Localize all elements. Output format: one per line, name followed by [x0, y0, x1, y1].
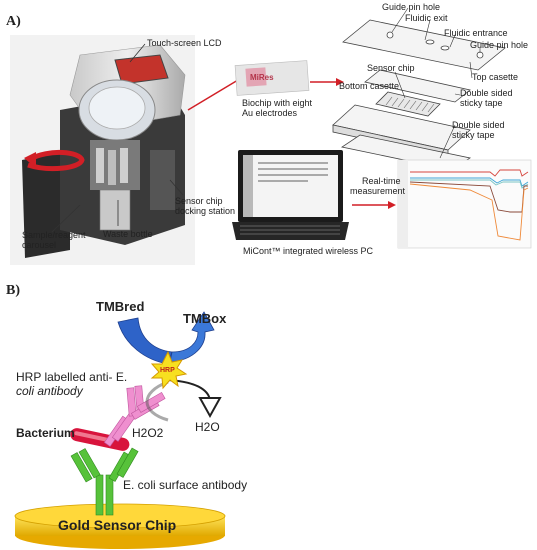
label-tape2-l2: sticky tape	[452, 130, 495, 140]
label-tmb-ox: TMBox	[183, 311, 227, 326]
label-tape1-l1: Double sided	[460, 88, 513, 98]
label-waste-bottle: Waste bottle	[103, 229, 153, 239]
label-micont-pc: MiCont™ integrated wireless PC	[243, 246, 374, 256]
label-tmb-red: TMBred	[96, 300, 144, 314]
hrp-star	[150, 350, 188, 390]
biochip-image	[234, 60, 310, 96]
label-biochip-l1: Biochip with eight	[242, 98, 313, 108]
label-hrp-antibody-l1: HRP labelled anti- E.	[16, 370, 128, 384]
label-h2o: H2O	[195, 420, 220, 434]
biochip-logo: MiRes	[250, 73, 274, 82]
bacterium-graphic	[70, 428, 130, 451]
label-hrp-antibody-l2: coli antibody	[16, 384, 83, 398]
label-docking-l1: Sensor chip	[175, 196, 223, 206]
label-guide-pin-hole-right: Guide pin hole	[470, 40, 529, 50]
panel-b-letter: B)	[6, 283, 20, 298]
label-docking-l2: docking station	[175, 206, 236, 216]
label-sample-carousel-l2: carousel	[22, 240, 57, 250]
label-bacterium: Bacterium	[16, 426, 75, 440]
label-fluidic-entrance: Fluidic entrance	[444, 28, 508, 38]
instrument-photo	[10, 35, 195, 265]
surface-antibody-graphic	[70, 447, 139, 516]
label-tape1-l2: sticky tape	[460, 98, 503, 108]
realtime-graph-thumbnail	[397, 159, 532, 249]
label-realtime-l1: Real-time	[362, 176, 401, 186]
label-hrp: HRP	[160, 367, 175, 374]
label-top-casette: Top casette	[472, 72, 519, 82]
label-biochip-l2: Au electrodes	[242, 108, 298, 118]
exploded-cassette-diagram	[332, 19, 506, 171]
label-guide-pin-hole-top: Guide pin hole	[382, 2, 441, 12]
laptop-image	[232, 150, 349, 240]
label-sensor-chip: Sensor chip	[367, 63, 415, 73]
label-touchscreen-lcd: Touch-screen LCD	[147, 38, 222, 48]
tmb-red-text: TMBred	[96, 299, 145, 314]
label-h2o2: H2O2	[132, 426, 164, 440]
label-tape2-l1: Double sided	[452, 120, 505, 130]
label-gold-sensor-chip: Gold Sensor Chip	[58, 517, 177, 533]
label-fluidic-exit: Fluidic exit	[405, 13, 448, 23]
gold-sensor-chip	[14, 503, 226, 549]
label-bottom-casette: Bottom casette	[339, 81, 400, 91]
label-sample-carousel-l1: Sample/reagent	[22, 230, 86, 240]
panel-a-letter: A)	[6, 14, 21, 29]
label-surface-antibody: E. coli surface antibody	[123, 478, 248, 492]
hrp-antibody-graphic	[103, 385, 166, 447]
label-realtime-l2: measurement	[350, 186, 406, 196]
